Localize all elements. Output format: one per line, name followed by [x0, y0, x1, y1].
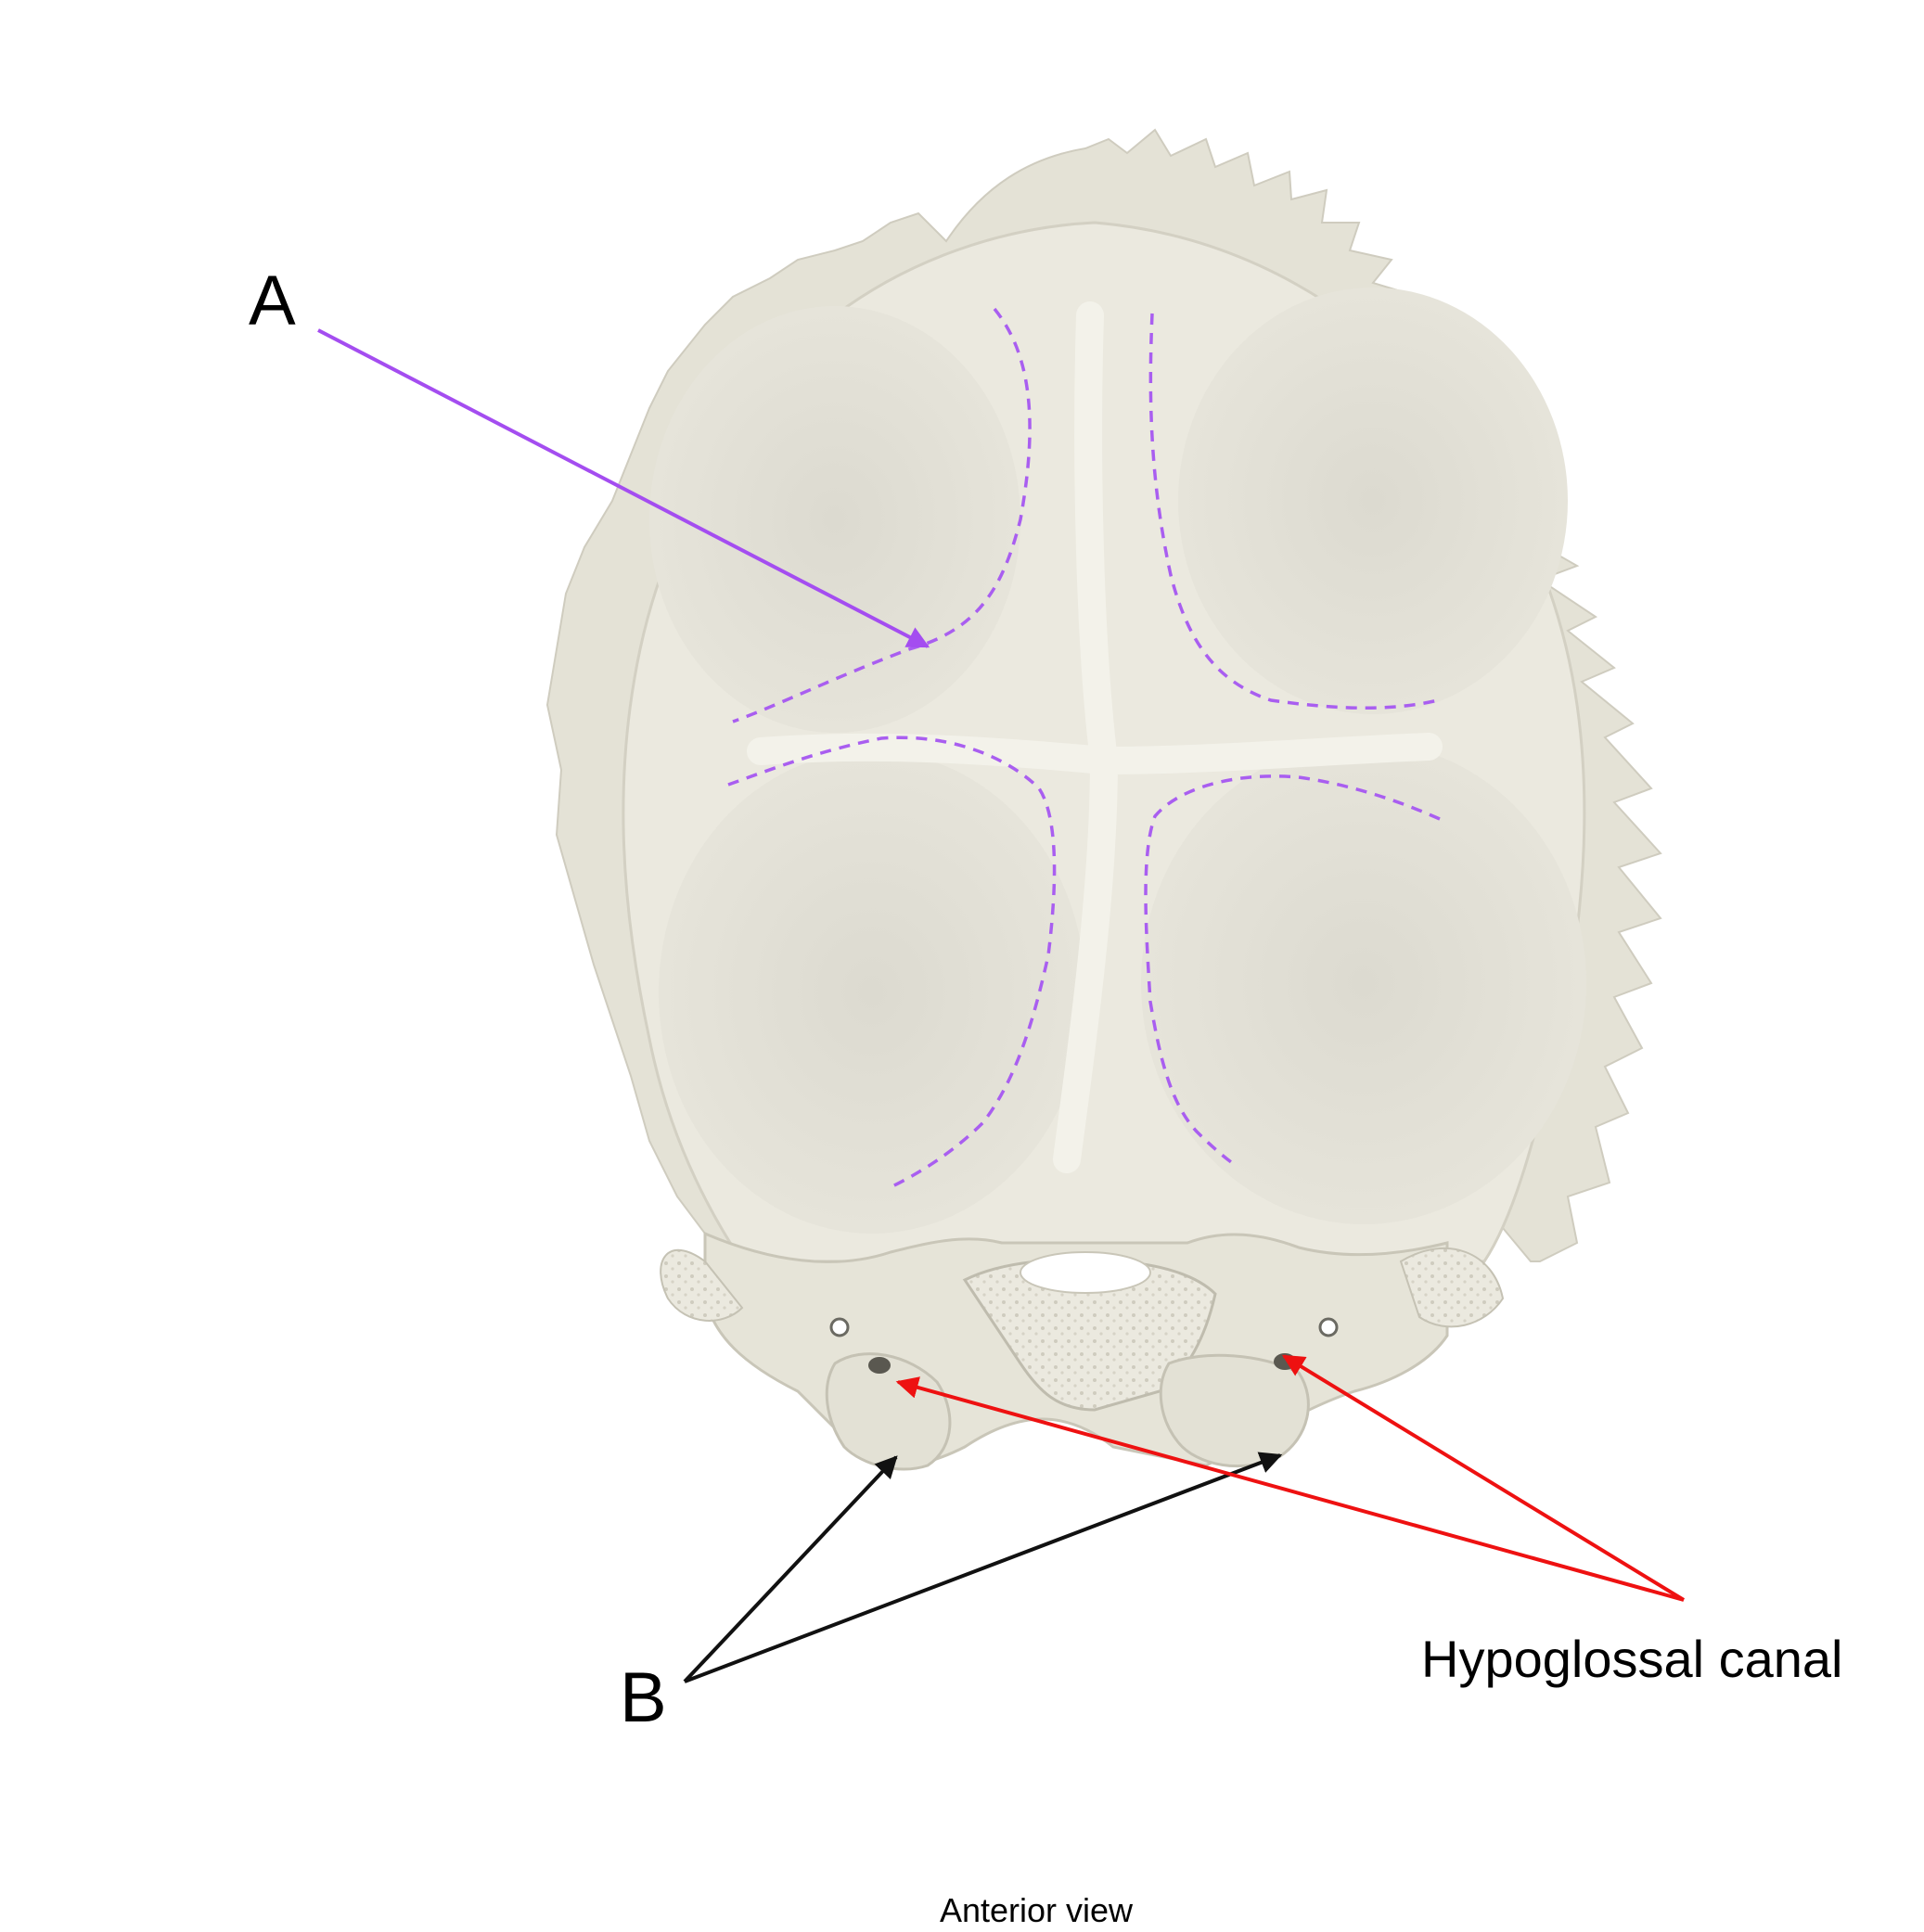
arrow-hypoglossal-right [1281, 1354, 1686, 1602]
left-hypoglossal-canal-opening [868, 1357, 891, 1374]
lower-left-fossa-outline [727, 736, 1057, 1189]
basilar-region [660, 1231, 1505, 1471]
arrow-b-right [684, 1452, 1283, 1683]
arrow-a [317, 328, 930, 648]
fossae [649, 288, 1586, 1234]
right-cerebral-fossa [1178, 288, 1568, 714]
cruciform-eminence [747, 301, 1443, 1173]
arrow-b-left [683, 1455, 898, 1683]
foramen-magnum [1020, 1251, 1151, 1294]
caption-anterior-view: Anterior view [940, 1891, 1134, 1929]
left-condylar-canal [829, 1317, 850, 1337]
fossa-outlines [727, 307, 1441, 1189]
upper-right-fossa-outline [1148, 313, 1439, 710]
left-cerebral-fossa [649, 306, 1020, 733]
upper-left-fossa-outline [732, 307, 1032, 723]
left-cerebellar-fossa [659, 751, 1085, 1234]
lower-right-fossa-outline [1144, 774, 1441, 1166]
right-jugular-process [1399, 1247, 1505, 1328]
label-b: B [620, 1658, 667, 1737]
arrow-hypoglossal-left [895, 1376, 1685, 1602]
left-jugular-process [660, 1248, 744, 1322]
right-cerebellar-fossa [1141, 742, 1586, 1224]
right-condylar-canal [1318, 1317, 1339, 1337]
label-hypoglossal-canal: Hypoglossal canal [1421, 1630, 1842, 1688]
label-a: A [249, 262, 296, 340]
annotation-arrows [317, 328, 1686, 1683]
